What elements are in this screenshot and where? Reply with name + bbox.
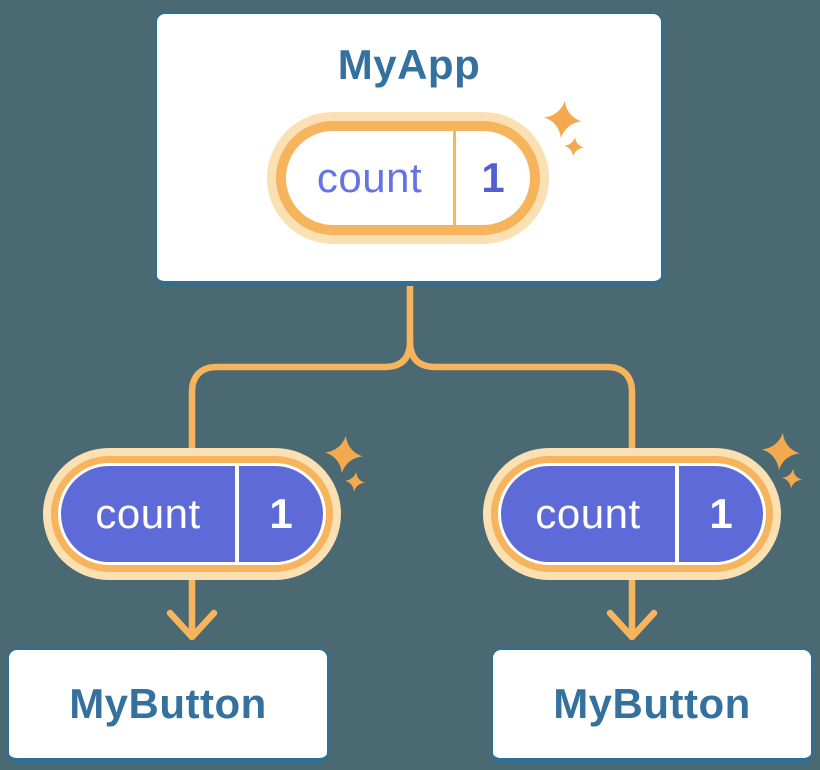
state-name-label: count — [316, 154, 423, 201]
pill-divider — [675, 466, 679, 562]
component-title: MyApp — [337, 41, 481, 88]
pill-divider — [453, 131, 456, 225]
connector-branch-right — [406, 337, 636, 474]
connector-branch-left — [188, 337, 414, 474]
component-title: MyButton — [553, 680, 751, 727]
pill-divider — [235, 466, 239, 562]
sparkle-icon — [761, 432, 803, 489]
prop-name-label: count — [95, 490, 201, 537]
prop-name-label: count — [535, 490, 641, 537]
component-card-mybutton-left: MyButton — [7, 648, 329, 763]
pill-body: count 1 — [61, 466, 323, 562]
arrow-head-right — [606, 609, 658, 641]
pill-body: count 1 — [501, 466, 763, 562]
component-title: MyButton — [69, 680, 267, 727]
sparkle-icon — [543, 100, 585, 157]
sparkle-icon — [324, 435, 366, 492]
state-value-label: 1 — [481, 154, 505, 201]
prop-pill-count-right: count 1 — [483, 448, 781, 580]
arrow-head-left — [166, 609, 218, 641]
prop-pill-count-left: count 1 — [43, 448, 341, 580]
pill-body: count 1 — [286, 131, 530, 225]
prop-value-label: 1 — [269, 490, 293, 537]
component-card-mybutton-right: MyButton — [491, 648, 813, 763]
prop-value-label: 1 — [709, 490, 733, 537]
state-pill-count: count 1 — [267, 112, 549, 244]
